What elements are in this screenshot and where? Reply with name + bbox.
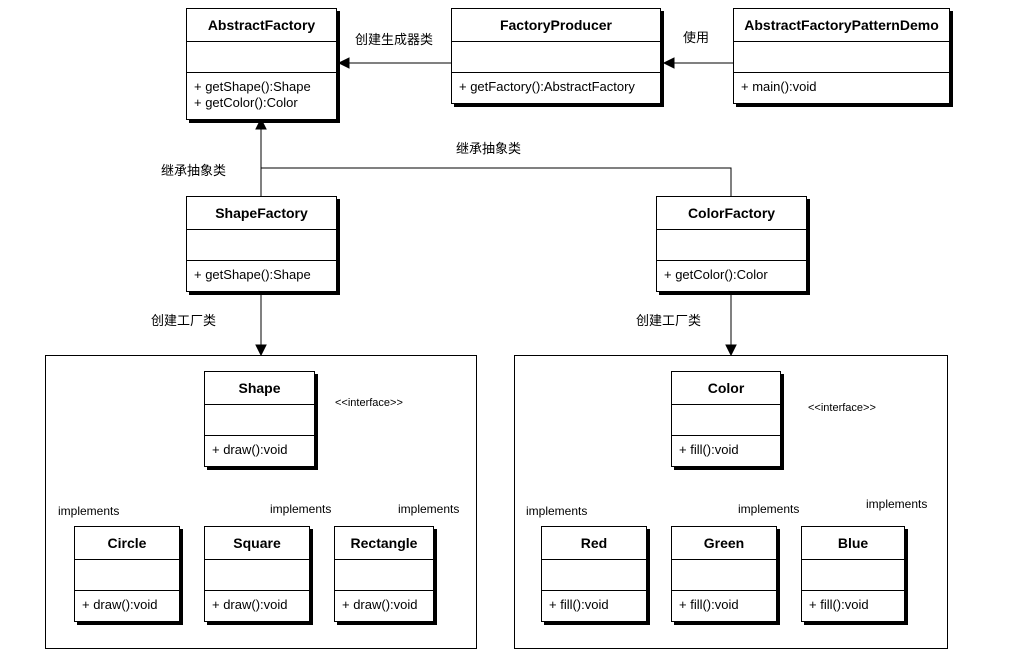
label-inherit-left: 继承抽象类 bbox=[161, 163, 227, 178]
method: + getShape():Shape bbox=[194, 79, 311, 94]
class-methods: + draw():void bbox=[335, 591, 433, 621]
class-methods: + getShape():Shape bbox=[187, 261, 336, 291]
label-inherit-right: 继承抽象类 bbox=[456, 141, 522, 156]
shape-stereotype: <<interface>> bbox=[335, 397, 403, 409]
arrowhead-colorfactory-to-package bbox=[725, 344, 737, 357]
class-methods: + draw():void bbox=[75, 591, 179, 621]
class-name: ColorFactory bbox=[657, 197, 806, 230]
label-create-factory-right: 创建工厂类 bbox=[636, 313, 702, 328]
method: + getShape():Shape bbox=[194, 267, 311, 282]
color-stereotype: <<interface>> bbox=[808, 402, 876, 414]
class-color: Color + fill():void bbox=[671, 371, 781, 467]
class-methods: + fill():void bbox=[672, 591, 776, 621]
label-use: 使用 bbox=[683, 30, 710, 45]
class-attributes bbox=[542, 560, 646, 591]
method: + getColor():Color bbox=[664, 267, 768, 282]
class-attributes bbox=[205, 405, 314, 436]
class-attributes bbox=[452, 42, 660, 73]
class-shape: Shape + draw():void bbox=[204, 371, 315, 467]
method: + fill():void bbox=[679, 597, 739, 612]
class-red: Red + fill():void bbox=[541, 526, 647, 622]
class-name: Color bbox=[672, 372, 780, 405]
class-name: Rectangle bbox=[335, 527, 433, 560]
method: + draw():void bbox=[342, 597, 418, 612]
arrowhead-demo-to-producer bbox=[662, 57, 675, 69]
class-name: Circle bbox=[75, 527, 179, 560]
label-create-factory-left: 创建工厂类 bbox=[151, 313, 217, 328]
label-implements-red: implements bbox=[526, 504, 588, 518]
class-methods: + draw():void bbox=[205, 591, 309, 621]
class-attributes bbox=[335, 560, 433, 591]
class-square: Square + draw():void bbox=[204, 526, 310, 622]
method: + getColor():Color bbox=[194, 95, 298, 110]
label-implements-circle: implements bbox=[58, 504, 120, 518]
class-methods: + getColor():Color bbox=[657, 261, 806, 291]
class-name: Blue bbox=[802, 527, 904, 560]
class-methods: + fill():void bbox=[672, 436, 780, 466]
label-implements-blue: implements bbox=[866, 497, 928, 511]
class-attributes bbox=[75, 560, 179, 591]
class-name: AbstractFactoryPatternDemo bbox=[734, 9, 949, 42]
method: + draw():void bbox=[212, 597, 288, 612]
class-attributes bbox=[187, 42, 336, 73]
class-attributes bbox=[187, 230, 336, 261]
class-name: FactoryProducer bbox=[452, 9, 660, 42]
class-attributes bbox=[205, 560, 309, 591]
label-implements-green: implements bbox=[738, 502, 800, 516]
method: + getFactory():AbstractFactory bbox=[459, 79, 635, 94]
class-factory-producer: FactoryProducer + getFactory():AbstractFa… bbox=[451, 8, 661, 104]
class-circle: Circle + draw():void bbox=[74, 526, 180, 622]
method: + draw():void bbox=[212, 442, 288, 457]
class-methods: + fill():void bbox=[802, 591, 904, 621]
class-name: Square bbox=[205, 527, 309, 560]
class-attributes bbox=[802, 560, 904, 591]
class-methods: + main():void bbox=[734, 73, 949, 103]
class-shape-factory: ShapeFactory + getShape():Shape bbox=[186, 196, 337, 292]
class-attributes bbox=[672, 405, 780, 436]
class-attributes bbox=[672, 560, 776, 591]
class-methods: + getShape():Shape+ getColor():Color bbox=[187, 73, 336, 119]
class-demo: AbstractFactoryPatternDemo + main():void bbox=[733, 8, 950, 104]
class-name: AbstractFactory bbox=[187, 9, 336, 42]
method: + fill():void bbox=[809, 597, 869, 612]
method: + draw():void bbox=[82, 597, 158, 612]
label-implements-rectangle: implements bbox=[398, 502, 460, 516]
class-methods: + draw():void bbox=[205, 436, 314, 466]
class-green: Green + fill():void bbox=[671, 526, 777, 622]
class-attributes bbox=[734, 42, 949, 73]
class-name: Green bbox=[672, 527, 776, 560]
class-name: ShapeFactory bbox=[187, 197, 336, 230]
class-color-factory: ColorFactory + getColor():Color bbox=[656, 196, 807, 292]
class-name: Shape bbox=[205, 372, 314, 405]
class-blue: Blue + fill():void bbox=[801, 526, 905, 622]
class-abstract-factory: AbstractFactory + getShape():Shape+ getCo… bbox=[186, 8, 337, 120]
class-name: Red bbox=[542, 527, 646, 560]
method: + fill():void bbox=[549, 597, 609, 612]
arrowhead-shapefactory-to-abstract bbox=[255, 117, 267, 130]
class-methods: + getFactory():AbstractFactory bbox=[452, 73, 660, 103]
class-attributes bbox=[657, 230, 806, 261]
label-implements-square: implements bbox=[270, 502, 332, 516]
arrowhead-shapefactory-to-package bbox=[255, 344, 267, 357]
edge-colorfactory-to-abstract bbox=[261, 167, 732, 196]
class-rectangle: Rectangle + draw():void bbox=[334, 526, 434, 622]
class-methods: + fill():void bbox=[542, 591, 646, 621]
method: + main():void bbox=[741, 79, 817, 94]
label-create-generator: 创建生成器类 bbox=[355, 32, 434, 47]
method: + fill():void bbox=[679, 442, 739, 457]
arrowhead-producer-to-abstract bbox=[337, 57, 350, 69]
